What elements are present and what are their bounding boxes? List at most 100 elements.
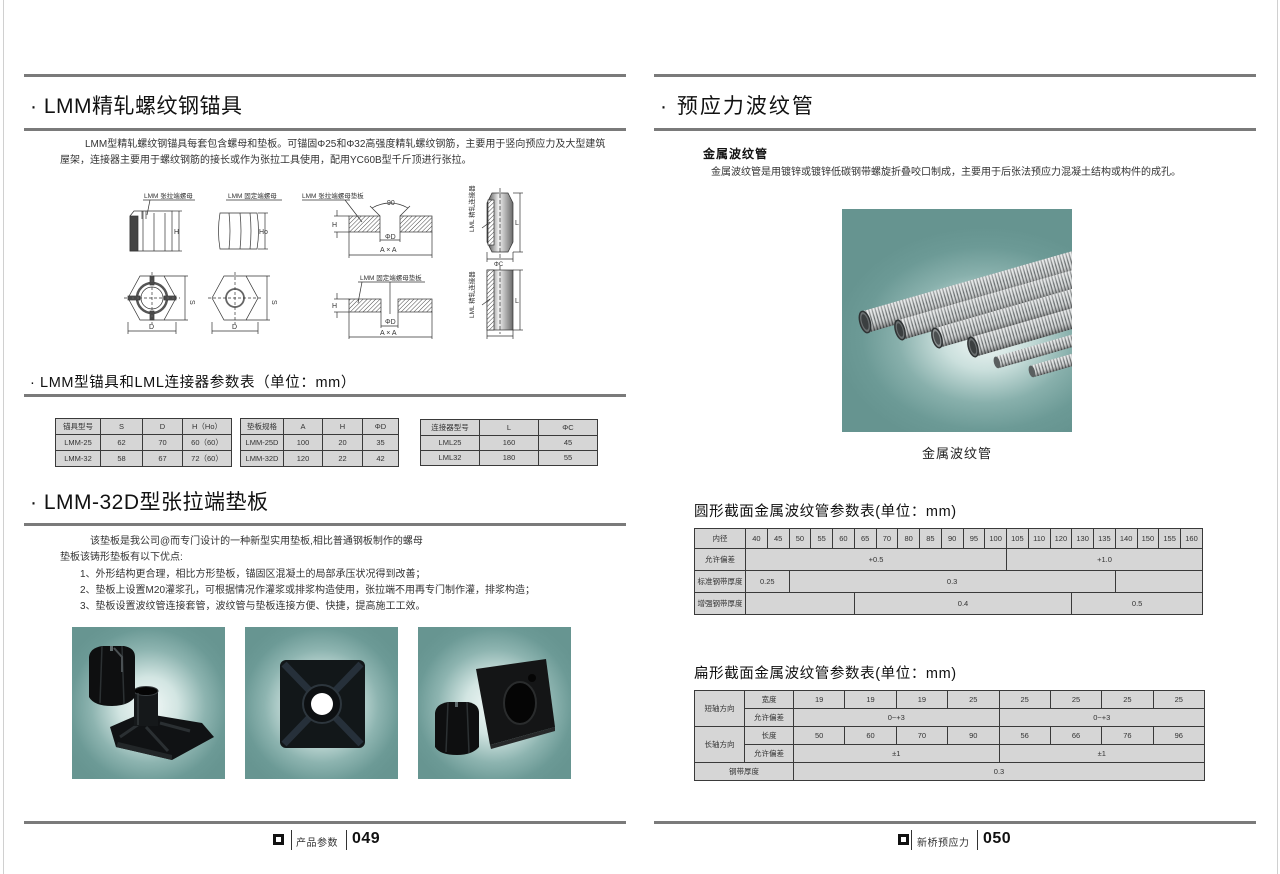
- table-cell: [1114, 570, 1204, 593]
- row-label: 宽度: [744, 690, 794, 709]
- footer-brand-label: 新桥预应力: [917, 838, 970, 849]
- tension-plate-section: [302, 199, 433, 258]
- footer-section-label: 产品参数: [296, 838, 338, 849]
- table-cell: +0.5: [745, 548, 1007, 571]
- photo-metal-ducts: [842, 209, 1072, 432]
- label-connector-1: LML 精轧连接器: [467, 185, 476, 232]
- standard-thickness-row: 标准钢带厚度 0.25 0.3: [694, 570, 1204, 593]
- photo-nut-and-plate-angled: [418, 627, 571, 779]
- plate-desc-line-2: 垫板该铸形垫板有以下优点:: [60, 552, 183, 563]
- table-cell: 25: [1152, 690, 1206, 709]
- bottom-rule: [24, 821, 626, 824]
- table-cell: 90: [947, 726, 1000, 745]
- dim-l-connector-1: L: [515, 220, 519, 227]
- table-cell: 0~+3: [998, 708, 1205, 727]
- strip-thickness-row: 钢带厚度 0.3: [694, 762, 1205, 781]
- table-cell: 55: [538, 450, 598, 466]
- table-cell: 72（60）: [182, 450, 232, 467]
- dim-axa-fixed-plate: A × A: [380, 330, 397, 337]
- table-row: LMM-25D 100 20 35: [240, 434, 399, 451]
- table-cell: 90: [940, 528, 964, 549]
- table-cell: 130: [1071, 528, 1094, 549]
- table-cell: 105: [1006, 528, 1029, 549]
- table-cell: 25: [998, 690, 1051, 709]
- params-table-heading: · LMM型锚具和LML连接器参数表（单位：mm）: [30, 375, 356, 391]
- table-header-row: 垫板规格 A H ΦD: [240, 418, 399, 435]
- table-cell: 65: [853, 528, 877, 549]
- dim-phi-c-connector: ΦC: [494, 262, 504, 268]
- inner-diameter-row: 内径 40 45 50 55 60 65 70 80 85 90 95 100 …: [694, 528, 1203, 549]
- table-cell: 150: [1136, 528, 1160, 549]
- table-cell: LMM-25: [55, 434, 101, 451]
- anchor-technical-drawing: LMM 张拉端螺母 LMM 固定端螺母 LMM 张拉端螺母垫板 LMM 固定端螺…: [124, 185, 523, 339]
- duct-pipe-3: [931, 284, 1072, 349]
- table-row: LML32 180 55: [420, 450, 598, 466]
- table-cell: 160: [479, 435, 539, 451]
- table-header-cell: 连接器型号: [420, 419, 480, 436]
- table-cell: 60: [832, 528, 855, 549]
- table-cell: 50: [792, 726, 846, 745]
- dim-phi-d-fixed-plate: ΦD: [385, 319, 396, 326]
- table-cell: 25: [1101, 690, 1154, 709]
- row-label: 增强钢带厚度: [694, 592, 746, 615]
- connector-round-side-view: [481, 266, 523, 339]
- table-header-cell: L: [479, 419, 539, 436]
- table-cell: 180: [479, 450, 539, 466]
- flat-duct-params-table: 短轴方向 宽度 19 19 19 25 25 25 25 25 允许偏差 0~+…: [694, 690, 1206, 781]
- table-cell: 40: [745, 528, 768, 549]
- table-cell: 45: [538, 435, 598, 451]
- advantage-item-3: 3、垫板设置波纹管连接套管，波纹管与垫板连接方便、快捷，提高施工工效。: [80, 601, 426, 612]
- tolerance-row: 允许偏差 +0.5 +1.0: [694, 548, 1203, 571]
- table-cell: 0.5: [1071, 592, 1203, 615]
- anchor-params-table: 锚具型号 S D H（Ho） LMM-25 62 70 60（60） LMM-3…: [55, 418, 232, 467]
- table-cell: ±1: [998, 744, 1205, 763]
- table-row: LML25 160 45: [420, 435, 598, 451]
- table-cell: 0.25: [745, 570, 790, 593]
- tension-nut-side-view: [129, 199, 195, 252]
- tension-nut-top-view: [124, 272, 188, 334]
- reinforced-thickness-row: 增强钢带厚度 0.4 0.5: [694, 592, 1203, 615]
- plate-desc-line-1: 该垫板是我公司@而专门设计的一种新型实用垫板,相比普通钢板制作的螺母: [90, 536, 423, 547]
- table-row: LMM-32D 120 22 42: [240, 450, 399, 467]
- table-cell: 20: [322, 434, 363, 451]
- table-cell: 0.3: [793, 762, 1205, 781]
- square-icon: [898, 834, 909, 845]
- row-label: 钢带厚度: [694, 762, 794, 781]
- table-cell: 100: [283, 434, 323, 451]
- table-cell: 60: [844, 726, 897, 745]
- row-group-label: 短轴方向: [694, 690, 745, 727]
- duct-flat-1: [993, 332, 1072, 369]
- advantage-item-1: 1、外形结构更合理，相比方形垫板，锚固区混凝土的局部承压状况得到改善；: [80, 569, 426, 580]
- section2-rule: [24, 523, 626, 526]
- row-label: 内径: [694, 528, 746, 549]
- fixed-nut-side-view: [218, 199, 282, 250]
- flat-duct-table-title: 扁形截面金属波纹管参数表(单位：mm): [694, 666, 957, 682]
- table-cell: LML32: [420, 450, 480, 466]
- connector-hex-side-view: [481, 188, 523, 262]
- top-rule: [24, 74, 626, 77]
- table-cell: 19: [844, 690, 897, 709]
- dim-l-connector-2: L: [515, 298, 519, 305]
- dim-axa-tension-plate: A × A: [380, 247, 397, 254]
- table-cell: 135: [1093, 528, 1116, 549]
- photo-nut-and-plate: [72, 627, 225, 779]
- table-header-row: 锚具型号 S D H（Ho）: [55, 418, 232, 435]
- footer-divider: [911, 830, 912, 850]
- dim-angle: 90: [387, 200, 395, 207]
- table-cell: 76: [1101, 726, 1154, 745]
- short-axis-width-row: 短轴方向 宽度 19 19 19 25 25 25 25 25: [694, 690, 1206, 727]
- title-rule: [654, 128, 1256, 131]
- dim-s-fixed-nut: S: [270, 300, 277, 305]
- metal-duct-description: 金属波纹管是用镀锌或镀锌低碳钢带螺旋折叠咬口制成，主要用于后张法预应力混凝土结构…: [711, 167, 1181, 178]
- table-cell: 155: [1158, 528, 1181, 549]
- label-tension-nut: LMM 张拉端螺母: [144, 191, 193, 200]
- table-header-cell: 垫板规格: [240, 418, 284, 435]
- table-cell: 0~+3: [793, 708, 1000, 727]
- table-cell: 19: [792, 690, 846, 709]
- dim-d-tension-nut: D: [149, 324, 154, 331]
- table-cell: 67: [142, 450, 183, 467]
- section-title-lmm-anchor: · LMM精轧螺纹钢锚具: [30, 95, 243, 118]
- photo-caption: 金属波纹管: [921, 446, 992, 461]
- table-cell: 19: [895, 690, 949, 709]
- table-cell: LMM-32: [55, 450, 101, 467]
